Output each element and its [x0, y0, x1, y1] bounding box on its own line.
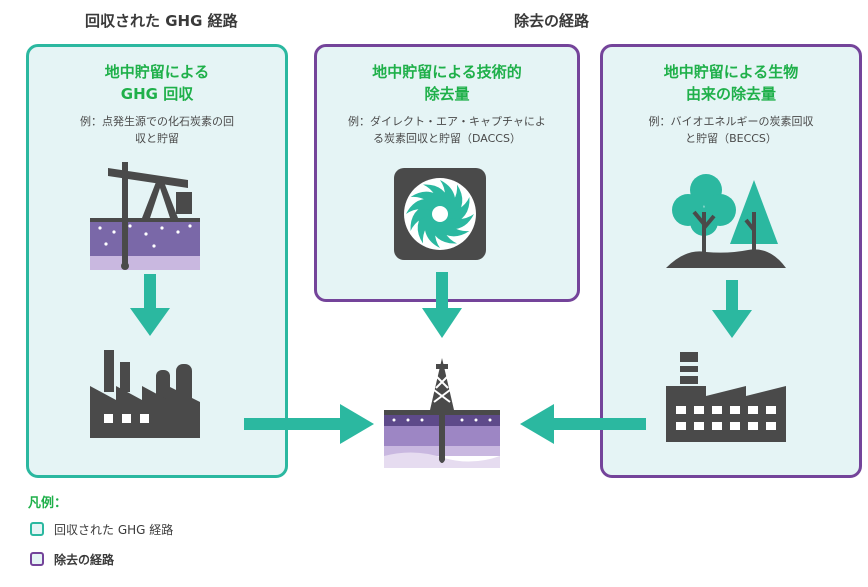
- box-beccs-title-line1: 地中貯留による生物: [663, 63, 799, 81]
- oil-pump-icon: [90, 162, 200, 270]
- arrow-down-center: [422, 272, 462, 338]
- arrow-down-left: [130, 274, 170, 336]
- box-beccs-example: 例：バイオエネルギーの炭素回収 と貯留（BECCS）: [603, 113, 859, 147]
- box-beccs-example-line1: 例：バイオエネルギーの炭素回収: [648, 115, 814, 128]
- header-removal-pathway: 除去の経路: [514, 12, 590, 30]
- box-daccs-title: 地中貯留による技術的 除去量: [317, 61, 577, 105]
- box-daccs-example-line1: 例：ダイレクト・エア・キャプチャによ: [348, 115, 546, 128]
- box-ccs-example-line1: 例：点発生源での化石炭素の回: [80, 115, 234, 128]
- box-daccs-example-line2: る炭素回収と貯留（DACCS）: [373, 132, 521, 145]
- factory-icon-left: [90, 350, 200, 438]
- trees-icon: [666, 174, 786, 268]
- box-ccs-title-line1: 地中貯留による: [104, 63, 210, 81]
- box-ccs-title-line2: GHG 回収: [120, 85, 194, 103]
- fan-blade: [423, 184, 452, 214]
- box-daccs-title-line1: 地中貯留による技術的: [372, 63, 522, 81]
- legend-swatch-removal: [30, 552, 44, 566]
- box-ccs-example: 例：点発生源での化石炭素の回 収と貯留: [29, 113, 285, 147]
- arrow-down-right: [712, 280, 752, 338]
- box-ccs-example-line2: 収と貯留: [135, 132, 179, 145]
- legend-label-removal: 除去の経路: [54, 553, 115, 567]
- legend-title: 凡例：: [28, 496, 68, 511]
- box-ccs-title: 地中貯留による GHG 回収: [29, 61, 285, 105]
- box-beccs-title-line2: 由来の除去量: [685, 85, 776, 103]
- factory-icon-right: [666, 352, 786, 442]
- box-beccs-title: 地中貯留による生物 由来の除去量: [603, 61, 859, 105]
- box-beccs-example-line2: と貯留（BECCS）: [685, 132, 777, 145]
- arrow-right-to-storage: [244, 404, 374, 444]
- legend-label-captured: 回収された GHG 経路: [54, 523, 174, 537]
- header-captured-pathway: 回収された GHG 経路: [85, 12, 238, 30]
- storage-well-icon: [384, 358, 500, 468]
- box-daccs-title-line2: 除去量: [424, 85, 470, 103]
- box-daccs-example: 例：ダイレクト・エア・キャプチャによ る炭素回収と貯留（DACCS）: [317, 113, 577, 147]
- fan-icon: [394, 168, 486, 260]
- legend-swatch-captured: [30, 522, 44, 536]
- arrow-left-to-storage: [520, 404, 646, 444]
